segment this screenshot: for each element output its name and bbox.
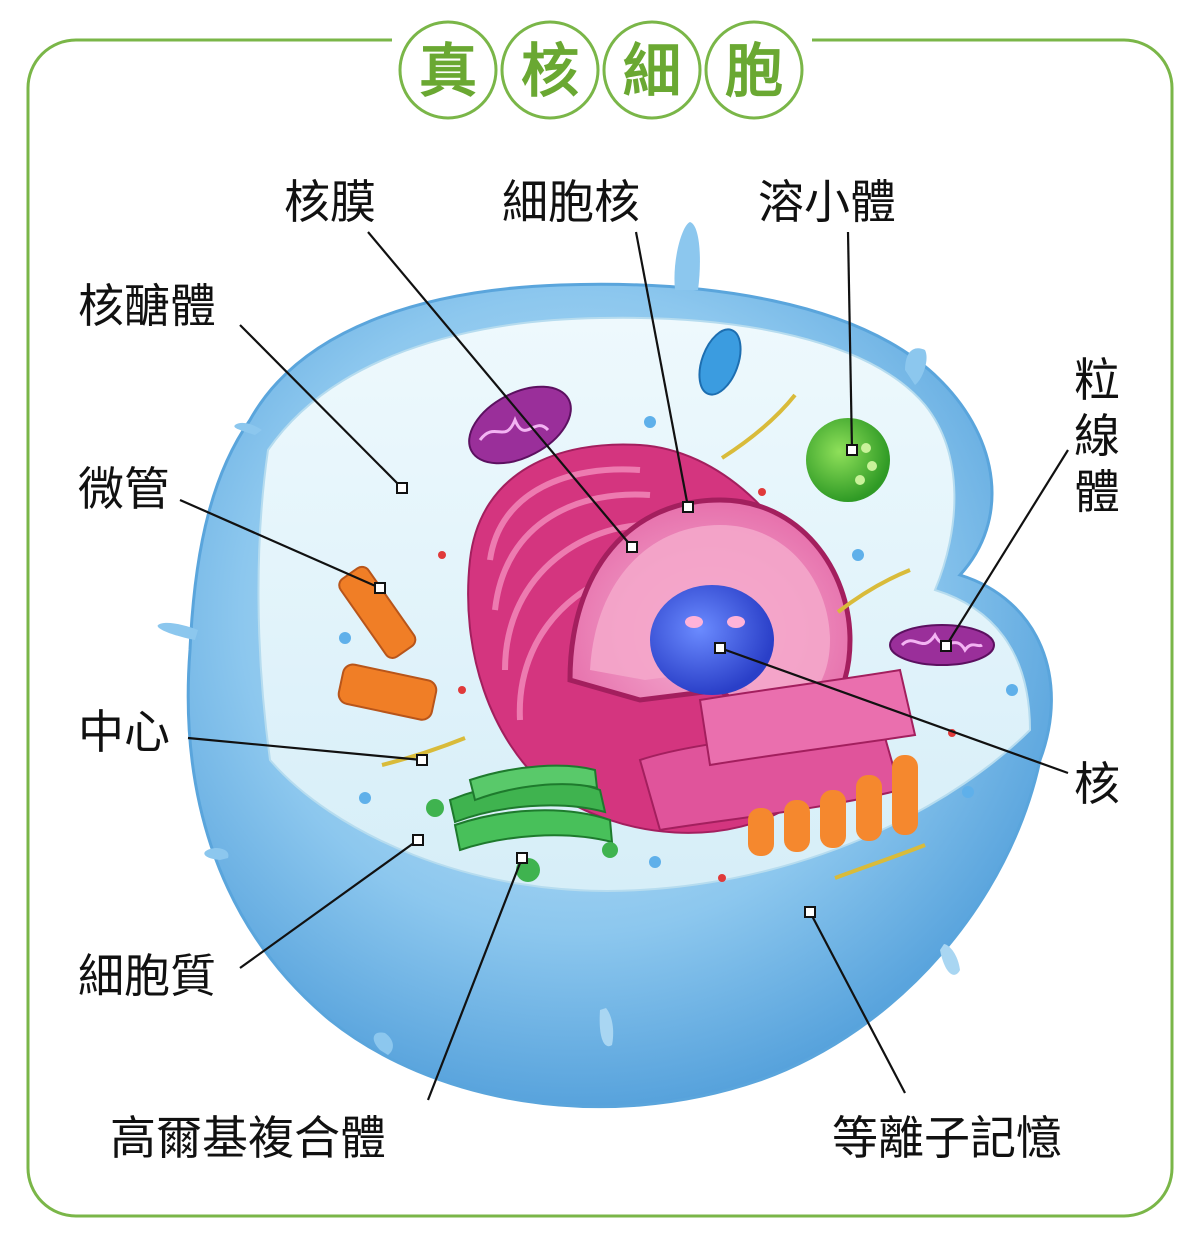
- membrane-bump-4: [234, 422, 262, 435]
- membrane-bump-5: [204, 848, 229, 860]
- golgi-vesicle-1: [426, 799, 444, 817]
- lysosome-granule-1: [861, 443, 871, 453]
- title: 真 核 細 胞: [398, 20, 804, 120]
- title-char-1: 真: [419, 37, 477, 105]
- membrane-bump-8: [940, 944, 960, 975]
- marker-golgi: [516, 852, 528, 864]
- microtubule-bundle-1: [338, 565, 417, 659]
- leader-markers: [374, 444, 952, 918]
- dot-2: [852, 549, 864, 561]
- marker-ribosome: [396, 482, 408, 494]
- marker-nucleus: [682, 501, 694, 513]
- membrane-bump-1: [674, 222, 700, 290]
- label-mitochondria-2: 線: [1074, 409, 1120, 463]
- membrane-bump-7: [599, 1008, 614, 1047]
- leader-centriole: [187, 736, 423, 762]
- tube-2: [784, 800, 810, 852]
- label-golgi: 高爾基複合體: [110, 1111, 386, 1165]
- dot-9: [438, 551, 446, 559]
- leader-nucleolus: [719, 646, 1069, 775]
- golgi-apparatus: [426, 764, 618, 882]
- tube-3: [820, 790, 846, 848]
- leader-lysosome: [846, 231, 854, 451]
- lysosome: [806, 418, 890, 502]
- golgi-stack-2: [453, 809, 614, 852]
- title-circle-1: [398, 20, 498, 120]
- marker-lysosome: [846, 444, 858, 456]
- leader-nuclear-envelope: [367, 231, 633, 548]
- er-stack-2: [698, 668, 917, 767]
- title-char-3: 細: [623, 37, 681, 105]
- label-ribosome: 核醣體: [78, 279, 216, 333]
- leader-golgi: [426, 857, 524, 1101]
- nucleolus-shape: [650, 585, 774, 695]
- label-nuclear-envelope: 核膜: [284, 175, 376, 229]
- label-nucleolus: 核: [1074, 757, 1120, 811]
- smooth-er: [748, 755, 918, 856]
- tube-4: [856, 775, 882, 841]
- dot-7: [649, 856, 661, 868]
- leader-cytoplasm: [239, 839, 419, 969]
- marker-nucleolus: [714, 642, 726, 654]
- label-lysosome: 溶小體: [758, 175, 896, 229]
- filament-1: [720, 393, 797, 460]
- leader-microtubule: [179, 498, 381, 590]
- marker-cytoplasm: [412, 834, 424, 846]
- dot-4: [359, 792, 371, 804]
- labels: 核膜 細胞核 溶小體 核醣體 粒 線 體 微管 中心 核 細胞質 高爾基複合體 …: [78, 175, 1120, 1165]
- leader-ribosome: [239, 324, 403, 489]
- label-mitochondria-1: 粒: [1074, 353, 1120, 407]
- marker-mitochondria: [940, 640, 952, 652]
- tube-1: [748, 808, 774, 856]
- membrane-bump-3: [157, 622, 198, 640]
- marker-microtubule: [374, 582, 386, 594]
- tube-5: [892, 755, 918, 835]
- title-char-2: 核: [521, 37, 579, 105]
- label-mitochondria-3: 體: [1074, 465, 1120, 519]
- leader-lines: [179, 231, 1069, 1101]
- membrane-bump-6: [373, 1032, 393, 1055]
- lysosome-granule-3: [855, 475, 865, 485]
- title-circle-3: [602, 20, 702, 120]
- dot-3: [339, 632, 351, 644]
- dot-10: [458, 686, 466, 694]
- marker-nuclear-envelope: [626, 541, 638, 553]
- vesicle-blue: [698, 328, 742, 396]
- title-circle-4: [704, 20, 804, 120]
- dot-1: [644, 416, 656, 428]
- filament-4: [834, 843, 926, 880]
- label-plasma-membrane: 等離子記憶: [832, 1111, 1062, 1165]
- marker-centriole: [416, 754, 428, 766]
- leader-nucleus: [634, 231, 690, 508]
- microtubule-bundle-2: [337, 663, 438, 721]
- leader-plasma-membrane: [809, 911, 906, 1094]
- nucleolus-highlight-1: [685, 616, 703, 628]
- nucleolus-highlight-2: [727, 616, 745, 628]
- leader-mitochondria: [945, 449, 1069, 647]
- filament-2: [836, 568, 911, 614]
- label-cytoplasm: 細胞質: [78, 949, 216, 1003]
- title-char-4: 胞: [725, 37, 783, 105]
- lysosome-granule-2: [867, 461, 877, 471]
- lysosome-body: [806, 418, 890, 502]
- label-nucleus: 細胞核: [502, 175, 640, 229]
- golgi-stack-3: [468, 764, 599, 802]
- rough-er-layers: [487, 466, 681, 721]
- dot-12: [718, 874, 726, 882]
- membrane-bump-2: [905, 348, 927, 385]
- centrosome: [337, 565, 438, 721]
- marker-plasma-membrane: [804, 906, 816, 918]
- dot-6: [962, 786, 974, 798]
- dot-5: [1006, 684, 1018, 696]
- golgi-vesicle-3: [602, 842, 618, 858]
- label-microtubule: 微管: [78, 462, 170, 516]
- cytoplasm-dots: [339, 416, 1018, 882]
- dot-8: [758, 488, 766, 496]
- title-circle-2: [500, 20, 600, 120]
- mitochondrion-1-cristae: [478, 415, 550, 441]
- filament-3: [381, 736, 466, 767]
- label-centriole: 中心: [78, 705, 170, 759]
- filaments: [381, 393, 926, 880]
